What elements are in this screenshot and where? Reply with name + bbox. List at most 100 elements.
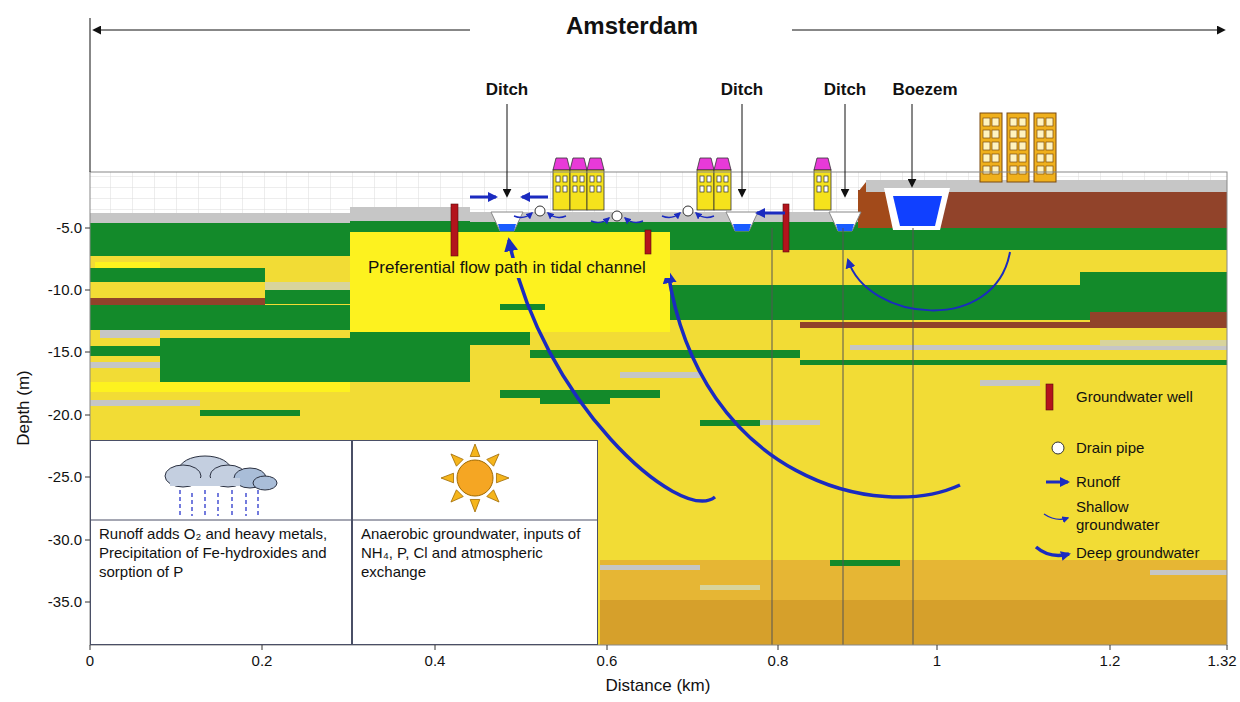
soil-layer (470, 212, 860, 223)
house-window (563, 186, 567, 192)
section-line (772, 228, 773, 645)
house-wall (587, 170, 604, 210)
axis-tick (85, 290, 90, 291)
shallow-flow-arrow (848, 252, 1010, 310)
axis-title: Depth (m) (14, 370, 34, 446)
tick-label: 0.8 (768, 652, 789, 670)
axis-title: Distance (km) (606, 676, 711, 696)
groundwater-well (451, 204, 458, 256)
apartment-window (1019, 166, 1026, 174)
house-window (724, 186, 728, 192)
pointer-arrow (845, 104, 846, 196)
apartment-window (1019, 154, 1026, 162)
ditch-label: Ditch (721, 80, 764, 100)
shallow-flow-arrow (514, 213, 532, 217)
house-wall (814, 170, 831, 210)
shallow-flow-arrow (662, 213, 680, 217)
rain-cloud (170, 478, 240, 486)
house-wall (697, 170, 714, 210)
soil-layer (760, 420, 820, 425)
house-wall (553, 170, 570, 210)
house-roof (714, 158, 731, 170)
house-window (817, 186, 821, 192)
soil-layer (500, 390, 660, 398)
apartment-window (983, 154, 990, 162)
ditch-water (498, 224, 516, 231)
house-window (580, 176, 584, 182)
runoff-arrow (470, 196, 496, 199)
apartment-window (1046, 118, 1053, 126)
rain-drops (217, 493, 218, 516)
axis-tick (90, 645, 91, 650)
house-window (556, 186, 560, 192)
rain-drops (231, 490, 232, 516)
house-window (573, 176, 577, 182)
apartment-window (983, 142, 990, 150)
apartment-window (1046, 130, 1053, 138)
ditch-shape (726, 212, 758, 231)
house-window (707, 176, 711, 182)
soil-layer (500, 304, 545, 310)
extent-arrow (792, 30, 1224, 31)
soil-layer (265, 290, 350, 304)
ditch-water (836, 224, 854, 231)
soil-layer (670, 250, 1227, 285)
info-panel (90, 440, 598, 645)
house-wall (714, 170, 731, 210)
tick-label: 0.6 (597, 652, 618, 670)
axis-tick (85, 415, 90, 416)
house-window (817, 176, 821, 182)
legend-symbol (1046, 481, 1068, 484)
tick-label: -25.0 (48, 468, 82, 486)
ditch-label: Ditch (824, 80, 867, 100)
rain-drops (257, 490, 258, 516)
shallow-flow-arrow (625, 218, 643, 222)
tick-label: -5.0 (56, 219, 82, 237)
house-window (563, 176, 567, 182)
house-roof (570, 158, 587, 170)
groundwater-well (645, 230, 651, 254)
apartment-window (1037, 118, 1044, 126)
house-roof (587, 158, 604, 170)
tick-label: 0.4 (425, 652, 446, 670)
rain-cloud (253, 476, 277, 490)
shallow-flow-arrow (696, 213, 714, 217)
ditch-water (733, 224, 751, 231)
house-wall (570, 170, 587, 210)
pointer-arrow (912, 104, 913, 186)
axis-tick (607, 645, 608, 650)
house-window (724, 176, 728, 182)
soil-layer (540, 398, 610, 404)
soil-layer (90, 215, 1227, 645)
rain-drops (245, 493, 246, 516)
house-window (717, 176, 721, 182)
apartment-window (1037, 142, 1044, 150)
sun-ray (496, 473, 509, 483)
boezem-channel (884, 188, 950, 230)
soil-layer (90, 223, 350, 256)
soil-layer (200, 410, 300, 416)
apartment-window (1019, 142, 1026, 150)
soil-layer (90, 268, 265, 282)
drain-pipe (612, 211, 622, 221)
tick-label: -30.0 (48, 531, 82, 549)
legend-symbol (1036, 547, 1069, 555)
apartment-window (1010, 130, 1017, 138)
soil-layer (100, 330, 160, 338)
tick-label: -35.0 (48, 593, 82, 611)
soil-layer (600, 565, 700, 570)
soil-layer (980, 380, 1040, 386)
house-window (580, 186, 584, 192)
drain-pipe (683, 206, 693, 216)
legend-label: Runoff (1076, 473, 1120, 491)
apartment-window (1019, 130, 1026, 138)
apartment-window (983, 130, 990, 138)
house-window (590, 176, 594, 182)
apartment-window (1037, 130, 1044, 138)
legend-label: Deep groundwater (1076, 544, 1199, 562)
soil-layer (1100, 340, 1227, 346)
runoff-arrow (522, 196, 548, 199)
soil-layer (800, 360, 1227, 365)
